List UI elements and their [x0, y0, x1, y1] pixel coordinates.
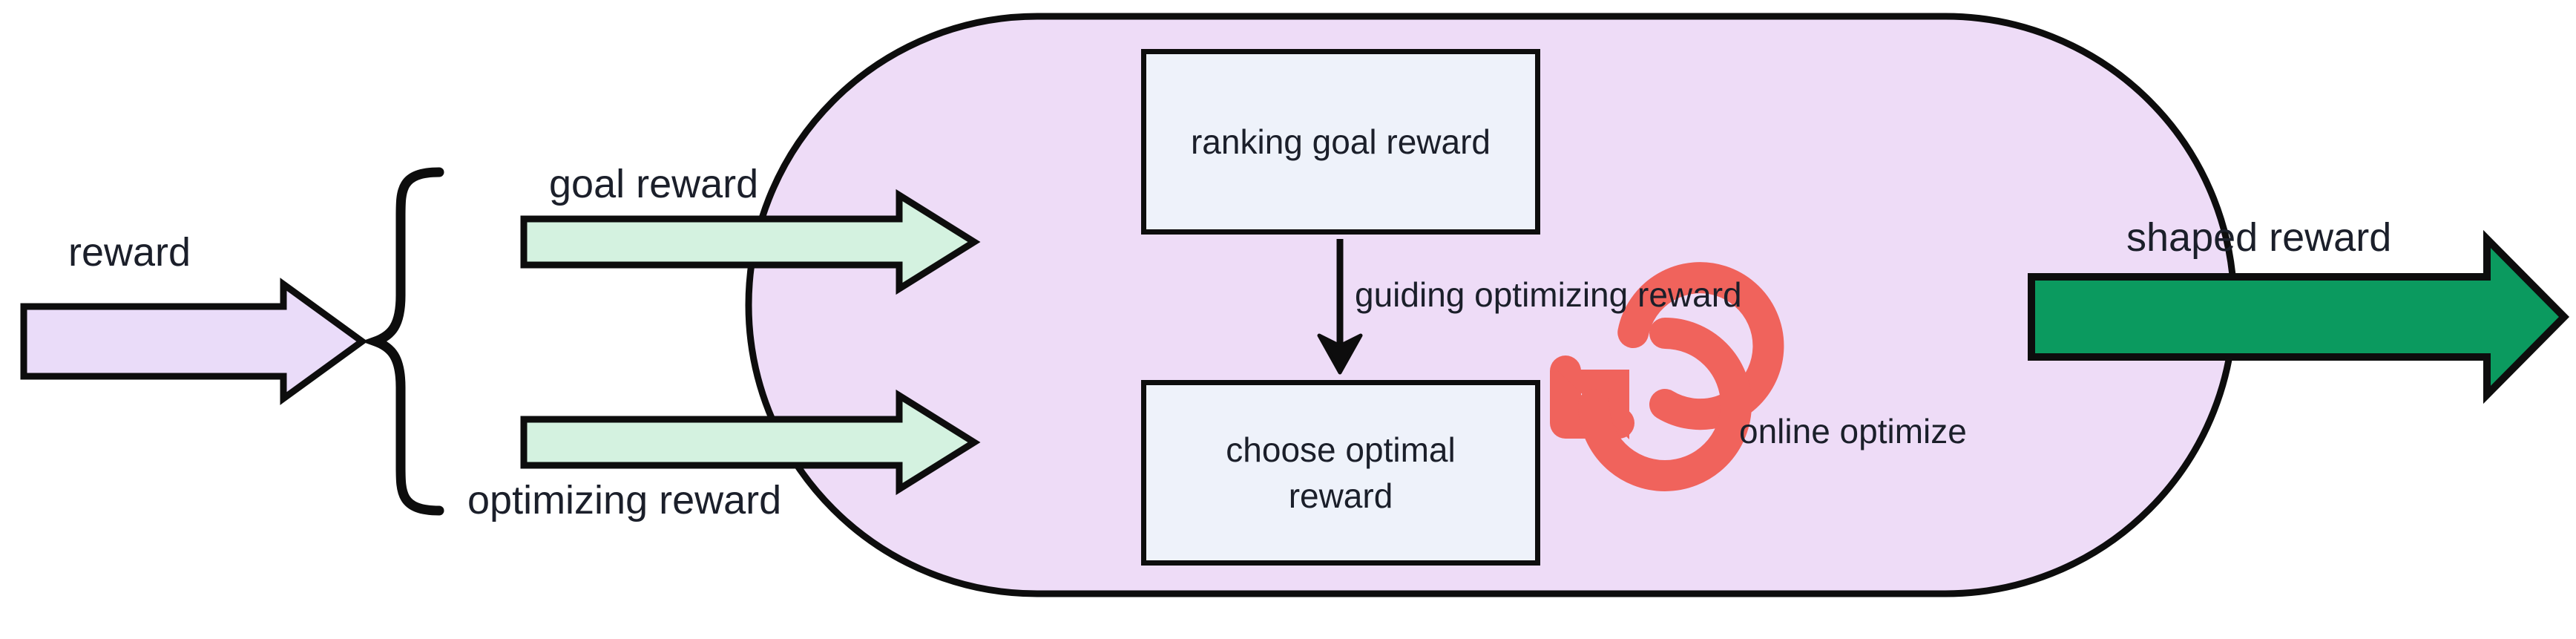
node-ranking-goal-reward[interactable]: ranking goal reward — [1141, 49, 1540, 235]
node-choose-optimal-reward-label: choose optimal reward — [1226, 427, 1455, 519]
node-choose-optimal-reward-line2: reward — [1288, 476, 1393, 515]
pipeline-container-shape — [745, 13, 2238, 597]
node-ranking-goal-reward-label: ranking goal reward — [1190, 122, 1491, 161]
split-brace — [361, 167, 444, 516]
node-choose-optimal-reward[interactable]: choose optimal reward — [1141, 380, 1540, 566]
optimizing-reward-arrow — [520, 389, 981, 496]
input-reward-label: reward — [68, 230, 191, 275]
guiding-optimizing-reward-label: guiding optimizing reward — [1355, 275, 1742, 314]
node-choose-optimal-reward-line1: choose optimal — [1226, 430, 1456, 469]
shaped-reward-label: shaped reward — [2126, 215, 2392, 260]
guiding-optimizing-arrow — [1317, 239, 1363, 375]
goal-reward-label: goal reward — [549, 162, 759, 206]
optimizing-reward-label: optimizing reward — [467, 478, 782, 522]
input-reward-arrow — [20, 278, 368, 405]
refresh-loop-icon — [1550, 262, 1784, 491]
shaped-reward-arrow — [2028, 229, 2570, 404]
goal-reward-arrow — [520, 189, 981, 295]
online-optimize-label: online optimize — [1739, 412, 1967, 450]
